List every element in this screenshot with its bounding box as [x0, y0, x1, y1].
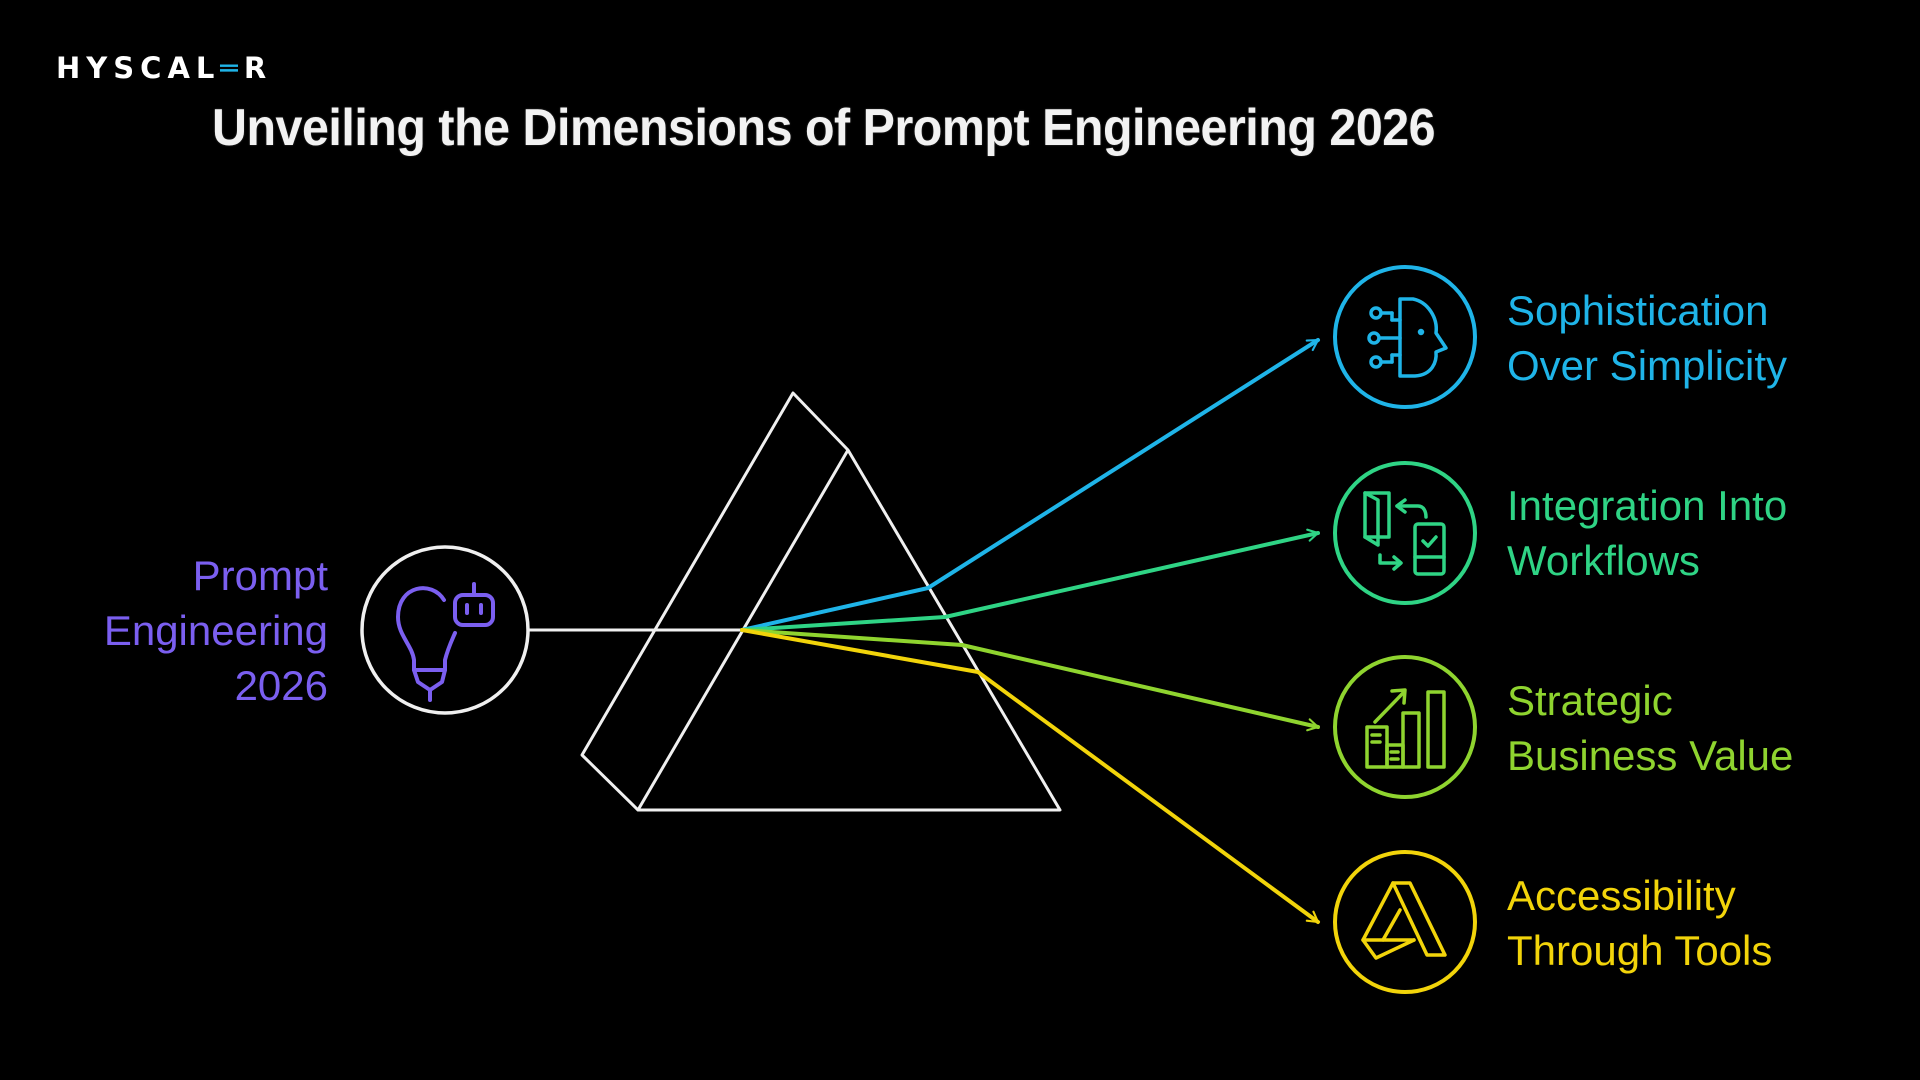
hyscaler-logo: HYSCAL═R: [56, 50, 272, 86]
beam-integration: [740, 528, 1320, 632]
logo-text: HYSCAL═R: [56, 51, 273, 85]
beam-sophistication: [740, 338, 1320, 632]
branch-node-accessibility: [1333, 850, 1477, 994]
branch-label-business-value: Strategic Business Value: [1507, 673, 1793, 783]
growth-chart-icon: [1365, 688, 1446, 769]
branch-label-integration: Integration Into Workflows: [1507, 478, 1787, 588]
branch-label-accessibility: Accessibility Through Tools: [1507, 868, 1772, 978]
dispersed-beams: [740, 338, 1320, 924]
branch-label-line: Over Simplicity: [1507, 342, 1788, 389]
ai-head-circuit-icon: [1367, 297, 1448, 378]
source-label-line: Engineering: [103, 607, 328, 654]
page-title: Unveiling the Dimensions of Prompt Engin…: [212, 99, 1436, 157]
branch-label-line: Business Value: [1507, 732, 1794, 779]
branch-node-integration: [1333, 461, 1477, 605]
source-label-line: Prompt: [192, 552, 328, 599]
branch-label-line: Through Tools: [1507, 927, 1773, 974]
letter-a-tool-icon: [1361, 881, 1447, 960]
beam-accessibility: [740, 628, 1320, 924]
branch-label-line: Sophistication: [1507, 287, 1769, 334]
branch-label-line: Strategic: [1507, 677, 1673, 724]
branch-node-business-value: [1333, 655, 1477, 799]
source-label: Prompt Engineering 2026: [104, 548, 328, 713]
source-node: [360, 545, 530, 715]
branch-label-line: Integration Into: [1507, 482, 1788, 529]
lightbulb-robot-icon: [396, 582, 495, 702]
beam-business-value: [740, 628, 1320, 732]
branch-label-line: Workflows: [1507, 537, 1700, 584]
branch-label-line: Accessibility: [1507, 872, 1736, 919]
prism: [580, 391, 1062, 812]
source-label-line: 2026: [234, 662, 328, 709]
branch-node-sophistication: [1333, 265, 1477, 409]
branch-label-sophistication: Sophistication Over Simplicity: [1507, 283, 1787, 393]
door-phone-exchange-icon: [1363, 491, 1446, 576]
logo-accent-bar: ═: [220, 51, 244, 85]
